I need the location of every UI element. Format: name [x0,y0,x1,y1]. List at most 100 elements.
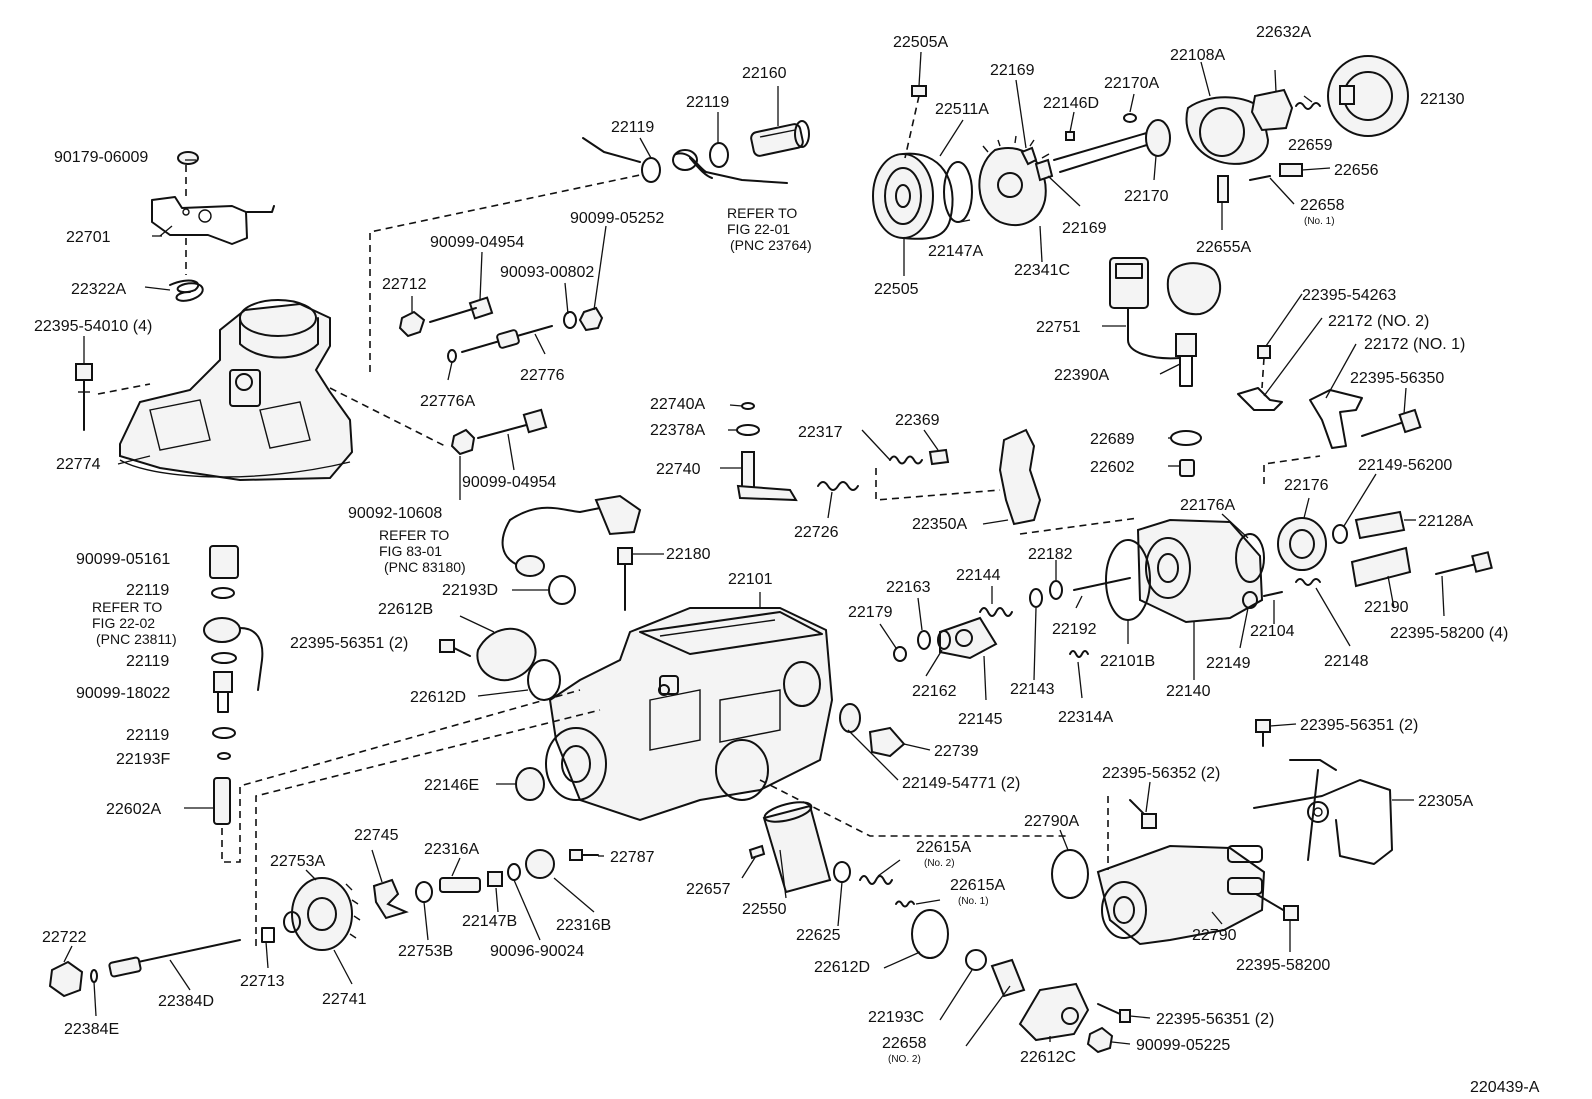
leader-lines [63,51,1445,1047]
callout: 22655A [1196,239,1251,256]
washer-22149 [1242,591,1258,609]
callout: 22790 [1192,927,1237,944]
callout: 22140 [1166,683,1211,700]
fitting-22190 [1350,546,1412,588]
cover-22612B [476,627,537,682]
bolt-90099-04954-b [477,408,548,439]
bracket-22172-no2 [1237,387,1283,411]
callout: 22790A [1024,813,1079,830]
weight-22632A [1250,69,1294,132]
reference-line: REFER TO [379,527,449,543]
part-22160 [750,120,810,157]
callout: 22176 [1284,477,1329,494]
plunger-22656 [1279,163,1303,177]
callout: 22612D [410,689,466,706]
spring-22659 [1295,102,1321,110]
callout: 22119 [126,653,169,670]
spring-22322A [169,279,204,302]
figure-code: 220439-A [1470,1079,1540,1096]
callout: 22776A [420,393,475,410]
callout: 22722 [42,929,87,946]
callout: 22658 [1300,197,1345,214]
spring-22615A-no2 [859,875,893,885]
ring-22753A [283,911,301,933]
ring-22378A [736,424,760,436]
callout: 22390A [1054,367,1109,384]
reference-line: (PNC 23764) [730,237,812,253]
callout: 22104 [1250,623,1295,640]
callout: 22170 [1124,188,1169,205]
plug-22180 [617,547,633,611]
spring-22144 [979,607,1013,617]
ring-22182 [1049,580,1063,600]
callout: 22657 [686,881,731,898]
bolt-90099-04954-a [429,296,494,323]
screw-22104 [1263,591,1283,597]
callout: 90099-05252 [570,210,664,227]
callout: 22149-56200 [1358,457,1452,474]
callout: 22341C [1014,262,1070,279]
callout: 22172 (NO. 2) [1328,313,1429,330]
callout: 22369 [895,412,940,429]
key-22146D [1065,131,1075,141]
key-22169-a [1020,146,1038,166]
callout: 22395-56351 (2) [290,635,408,652]
parts-artwork [48,55,1493,1054]
callout: 22751 [1036,319,1081,336]
callout: 22160 [742,65,787,82]
callout: 22745 [354,827,399,844]
callout: 22395-54010 (4) [34,318,152,335]
key-22713 [261,927,275,943]
callout: 22179 [848,604,893,621]
spring-22148 [1295,578,1321,586]
nut-22712 [398,310,426,338]
callout: 22143 [1010,681,1055,698]
nut-90099-05225 [1086,1026,1114,1054]
callout: 22148 [1324,653,1369,670]
flange-22505 [872,152,954,240]
oring-22193F [217,752,231,760]
callout: 22632A [1256,24,1311,41]
plug-22128A [1354,510,1406,540]
callout: 22147A [928,243,983,260]
gasket-22149-56200 [1332,524,1348,544]
pin-22657 [748,844,766,860]
callout: 22395-56351 (2) [1300,717,1418,734]
screw-22369 [928,448,950,466]
bolt-22395-56351-b [1255,719,1271,747]
pin-22658 [1249,175,1271,181]
spring-22726 [817,481,859,491]
callout: 22615A [916,839,971,856]
callout: 22505 [874,281,919,298]
callout: 22128A [1418,513,1473,530]
callout: 22145 [958,711,1003,728]
washer-22119-a [709,142,729,168]
callout: 22701 [66,229,111,246]
bolt-22395-58200-4 [1435,551,1493,575]
spring-22615A-no1 [895,900,915,908]
harness-83180 [501,494,642,577]
spring-22147B [487,871,503,887]
callout: 22108A [1170,47,1225,64]
reference-note-fig-22-01: REFER TO FIG 22-01 (PNC 23764) [727,205,812,253]
cap-90099-05161 [209,545,239,579]
callout: 22753B [398,943,453,960]
nut-22722 [48,960,84,998]
ring-22625 [833,861,851,883]
ring-22143 [1029,588,1043,608]
reference-line: (PNC 23811) [96,631,177,647]
callout: 22378A [650,422,705,439]
callout: 22615A [950,877,1005,894]
clip-22740A [741,402,755,410]
bolt-22395-56351-c [1097,1003,1131,1023]
valve-22176 [1277,517,1327,571]
callout: 22193C [868,1009,924,1026]
callout: 22149-54771 (2) [902,775,1020,792]
bolt-22395-56352 [1129,799,1157,829]
callout: 22316B [556,917,611,934]
callout: 22395-56351 (2) [1156,1011,1274,1028]
callout: 22119 [611,119,654,136]
callout: 22193F [116,751,170,768]
screw-22776 [461,325,553,353]
nut-90179 [177,151,199,165]
